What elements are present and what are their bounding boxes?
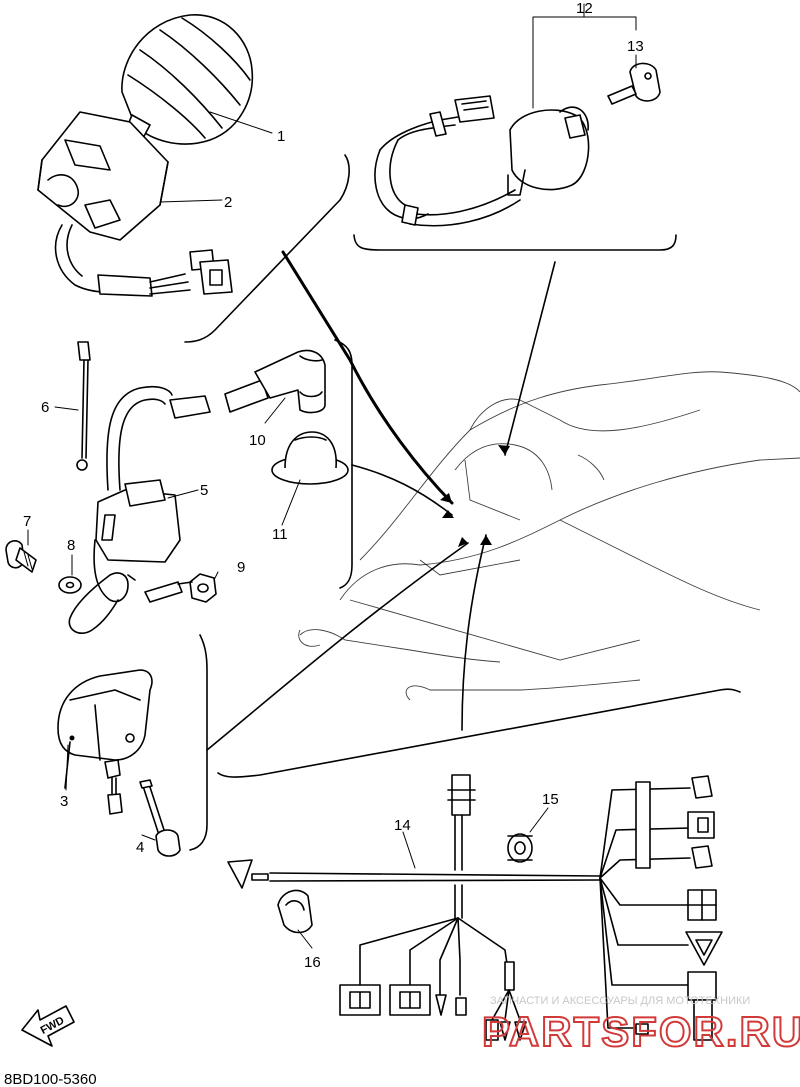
part-5-ignition-coil: [68, 385, 211, 634]
part-15-grommet: [507, 833, 533, 863]
watermark-line1: ЗАПЧАСТИ И АКСЕССУАРЫ ДЛЯ МОТОТЕХНИКИ: [490, 995, 750, 1007]
callout-10: 10: [249, 432, 266, 449]
part-3-cdi-unit: [57, 669, 153, 815]
callout-13: 13: [627, 38, 644, 55]
callout-labels: 1 2 3 4 5 6 7 8 9 10 11 12 13 14 15 16: [23, 0, 644, 971]
callout-12: 12: [576, 0, 593, 17]
callout-8: 8: [67, 537, 75, 554]
part-11-grommet: [271, 431, 349, 485]
callout-1: 1: [277, 128, 285, 145]
watermark-logo: PARTSFOR.RU: [482, 1008, 800, 1055]
pointer-arrowheads: [440, 445, 510, 547]
callout-9: 9: [237, 559, 245, 576]
part-9-nut: [189, 573, 217, 603]
part-13-key: [607, 62, 661, 105]
callout-leaders: [27, 3, 637, 949]
spark-plug-wire: [144, 581, 193, 603]
callout-3: 3: [60, 793, 68, 810]
part-10-plug-cap: [224, 349, 326, 414]
part-6-ground-lead: [76, 341, 91, 471]
callout-16: 16: [304, 954, 321, 971]
callout-15: 15: [542, 791, 559, 808]
group-frames: [184, 154, 741, 851]
callout-7: 7: [23, 513, 31, 530]
callout-6: 6: [41, 399, 49, 416]
part-8-washer: [58, 576, 82, 594]
callout-14: 14: [394, 817, 411, 834]
callout-2: 2: [224, 194, 232, 211]
callout-5: 5: [200, 482, 208, 499]
callout-4: 4: [136, 839, 144, 856]
part-4-bolt: [139, 779, 181, 857]
fwd-direction-arrow: FWD: [21, 1005, 75, 1047]
watermark: ЗАПЧАСТИ И АКСЕССУАРЫ ДЛЯ МОТОТЕХНИКИ PA…: [481, 995, 800, 1056]
leader-lines: [206, 250, 556, 751]
part-16-clamp: [277, 889, 313, 934]
part-1-handlebar-switch: [121, 14, 254, 145]
snowmobile-outline: [298, 371, 800, 701]
part-14-wire-harness: [227, 774, 723, 1041]
part-2-switch-housing: [37, 111, 233, 297]
part-7-bolt: [5, 540, 37, 573]
drawing-code: 8BD100-5360: [4, 1071, 97, 1087]
callout-11: 11: [272, 526, 288, 543]
part-12-main-switch: [374, 95, 590, 227]
